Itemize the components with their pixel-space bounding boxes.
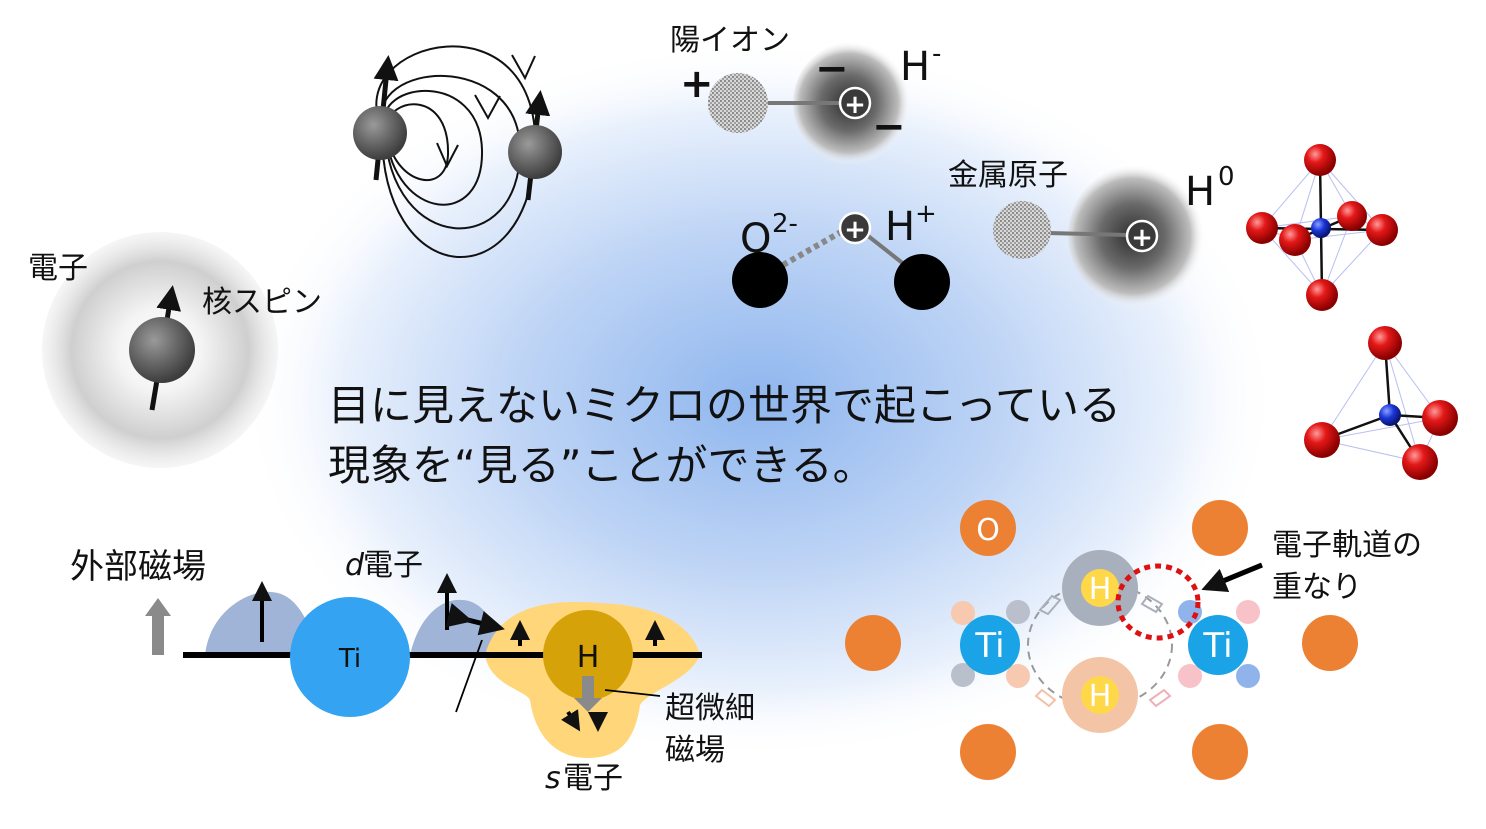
oxygen-label: O [740, 216, 771, 262]
oxygen-ball [732, 252, 788, 308]
hydride-charge: - [932, 39, 941, 69]
s-electron-label: 電子 [563, 761, 623, 796]
metal-atom-ball [993, 201, 1051, 259]
hydride-minus-bottom: − [872, 104, 906, 150]
h-atom-label: H [577, 640, 600, 675]
nucleus-ball [129, 317, 195, 383]
proton-nucleus [838, 211, 872, 245]
metal-atom-label: 金属原子 [948, 158, 1068, 193]
external-field-label: 外部磁場 [70, 547, 206, 587]
dipole-field-figure [353, 45, 562, 258]
ti-atom-right-label: Ti [1202, 626, 1232, 666]
proton-nucleus-plus: + [844, 215, 866, 245]
h-atom-bottom-label: H [1089, 679, 1112, 714]
ti-atom [290, 597, 410, 717]
hyperfine-label-line2: 磁場 [665, 733, 725, 768]
s-electron-italic: s [545, 761, 561, 796]
h-atom-top-label: H [1089, 572, 1112, 607]
overlap-label-line2: 重なり [1272, 570, 1362, 605]
hydride-nucleus [838, 86, 872, 120]
hydride-nucleus-plus: + [844, 90, 866, 120]
main-message-line1: 目に見えないミクロの世界で起こっている [328, 381, 1121, 430]
overlap-highlight [1115, 563, 1201, 641]
neutral-h-charge: 0 [1218, 162, 1235, 192]
oxygen-atom-label: O [976, 513, 1000, 548]
partner-ball [894, 254, 950, 310]
orbital-overlap-diagram: O H H Ti Ti [845, 500, 1422, 780]
hydride-minus-top: − [815, 46, 849, 92]
overlap-label-line1: 電子軌道の [1272, 528, 1422, 563]
hyperfine-label-line1: 超微細 [665, 691, 755, 726]
d-electron-label: 電子 [363, 548, 423, 583]
electron-label: 電子 [28, 251, 88, 286]
ti-atom-label: Ti [338, 644, 361, 674]
nuclear-spin-figure: 電子 核スピン [28, 232, 322, 468]
main-message-line2: 現象を“見る”ことができる。 [328, 441, 875, 490]
oxygen-charge: 2- [772, 209, 798, 239]
ti-atom-right [1188, 615, 1248, 675]
neutral-h-label: H [1185, 169, 1215, 215]
oxygen-atom-labeled [960, 500, 1016, 556]
neutral-h-nucleus-plus: + [1131, 223, 1153, 253]
proton-figure: + O 2- H + [732, 199, 950, 310]
neutral-h-figure: 金属原子 − + H 0 [948, 158, 1235, 308]
h-atom [543, 610, 633, 700]
ti-atom-left-label: Ti [974, 626, 1004, 666]
external-field-arrow [145, 598, 171, 655]
hyperfine-field-arrow [574, 676, 602, 712]
cation-ball [708, 73, 768, 133]
hydride-label: H [900, 44, 930, 90]
ti-atom-left [960, 615, 1020, 675]
cation-plus-sign: + [680, 61, 714, 107]
nuclear-spin-label: 核スピン [202, 285, 322, 320]
spin-ball-left [353, 106, 407, 160]
octahedral-crystal [1246, 144, 1398, 311]
d-electron-italic: d [345, 548, 365, 583]
hyperfine-diagram: 外部磁場 Ti H d 電子 超微細 磁場 s 電子 [70, 547, 755, 796]
proton-label: H [885, 204, 915, 250]
cation-label: 陽イオン [670, 23, 790, 58]
hydride-figure: 陽イオン + + − − H - [670, 23, 941, 165]
proton-charge: + [915, 199, 937, 229]
spin-ball-right [508, 125, 562, 179]
tetrahedral-crystal [1304, 326, 1458, 480]
neutral-h-nucleus [1125, 219, 1159, 253]
